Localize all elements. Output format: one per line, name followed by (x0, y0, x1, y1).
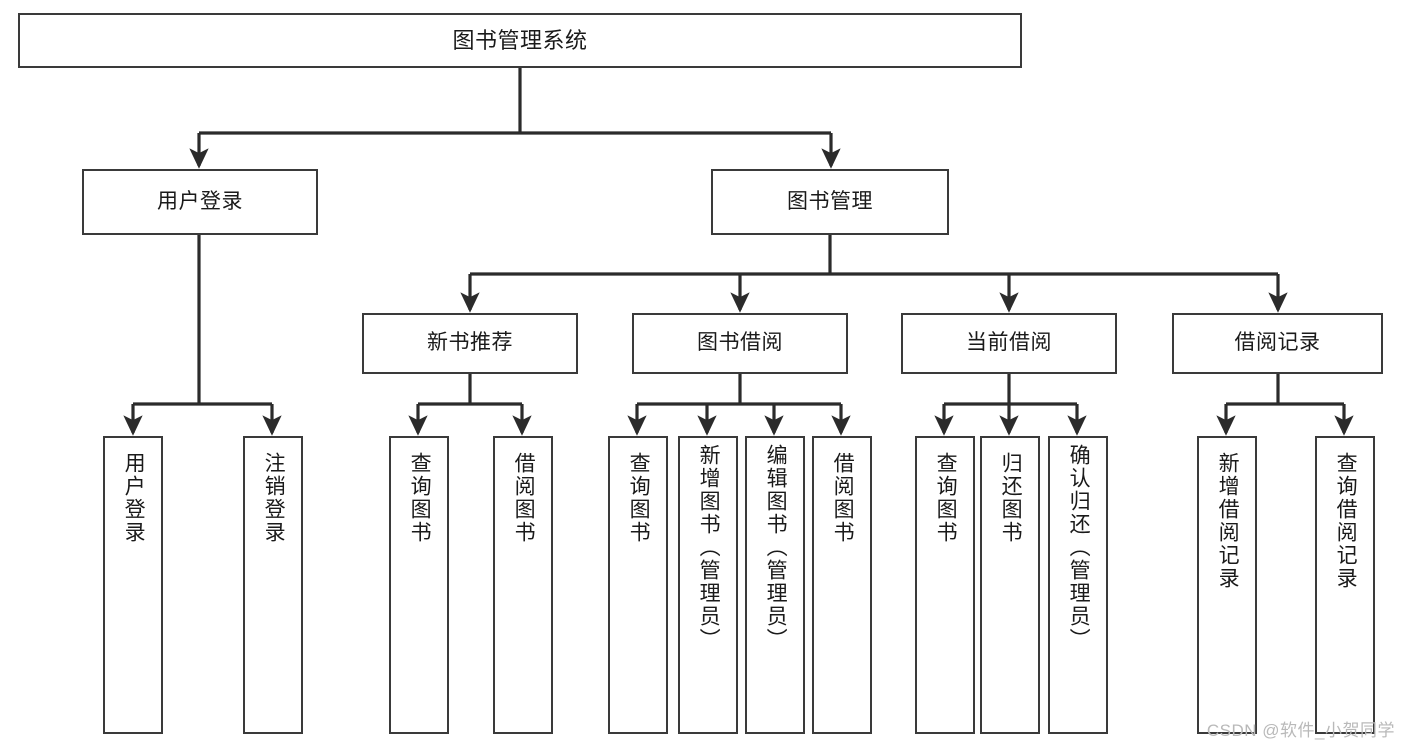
node-book-borrow-label: 图书借阅 (697, 331, 783, 355)
node-root-label: 图书管理系统 (452, 27, 588, 53)
node-book-management-label: 图书管理 (787, 189, 873, 213)
node-leaf-query-record-label: 查询借阅记录 (1334, 452, 1358, 590)
node-leaf-query-book-2-label: 查询图书 (627, 452, 651, 544)
node-leaf-query-book-3[interactable]: 查询图书 (915, 436, 975, 734)
node-current-borrow[interactable]: 当前借阅 (901, 313, 1117, 374)
node-borrow-record[interactable]: 借阅记录 (1172, 313, 1383, 374)
node-new-book-recommend[interactable]: 新书推荐 (362, 313, 578, 374)
node-leaf-edit-book[interactable]: 编辑图书（管理员） (745, 436, 805, 734)
node-leaf-add-book[interactable]: 新增图书（管理员） (678, 436, 738, 734)
node-borrow-record-label: 借阅记录 (1234, 331, 1321, 355)
node-leaf-query-book-3-label: 查询图书 (934, 452, 958, 544)
node-leaf-edit-book-label: 编辑图书（管理员） (764, 444, 788, 651)
node-leaf-query-book-1[interactable]: 查询图书 (389, 436, 449, 734)
node-current-borrow-label: 当前借阅 (966, 331, 1052, 355)
node-leaf-add-book-label: 新增图书（管理员） (697, 444, 721, 651)
node-leaf-return-book-label: 归还图书 (999, 452, 1023, 544)
watermark-text: CSDN @软件_小贺同学 (1206, 721, 1395, 740)
node-user-login-label: 用户登录 (157, 189, 243, 213)
node-leaf-query-record[interactable]: 查询借阅记录 (1315, 436, 1375, 734)
node-leaf-borrow-book-2[interactable]: 借阅图书 (812, 436, 872, 734)
node-leaf-add-record-label: 新增借阅记录 (1216, 452, 1240, 590)
node-book-borrow[interactable]: 图书借阅 (632, 313, 848, 374)
node-leaf-borrow-book-1-label: 借阅图书 (512, 452, 536, 544)
node-leaf-return-book[interactable]: 归还图书 (980, 436, 1040, 734)
node-leaf-logout-login[interactable]: 注销登录 (243, 436, 303, 734)
node-leaf-query-book-2[interactable]: 查询图书 (608, 436, 668, 734)
node-leaf-add-record[interactable]: 新增借阅记录 (1197, 436, 1257, 734)
node-leaf-query-book-1-label: 查询图书 (408, 452, 432, 544)
node-book-management[interactable]: 图书管理 (711, 169, 949, 235)
node-new-book-recommend-label: 新书推荐 (427, 331, 513, 355)
node-root[interactable]: 图书管理系统 (18, 13, 1022, 68)
node-leaf-borrow-book-1[interactable]: 借阅图书 (493, 436, 553, 734)
node-leaf-confirm-return-label: 确认归还（管理员） (1067, 444, 1091, 651)
node-leaf-user-login[interactable]: 用户登录 (103, 436, 163, 734)
node-leaf-user-login-label: 用户登录 (122, 452, 146, 544)
node-leaf-borrow-book-2-label: 借阅图书 (831, 452, 855, 544)
node-leaf-confirm-return[interactable]: 确认归还（管理员） (1048, 436, 1108, 734)
node-user-login[interactable]: 用户登录 (82, 169, 318, 235)
node-leaf-logout-login-label: 注销登录 (262, 452, 286, 544)
